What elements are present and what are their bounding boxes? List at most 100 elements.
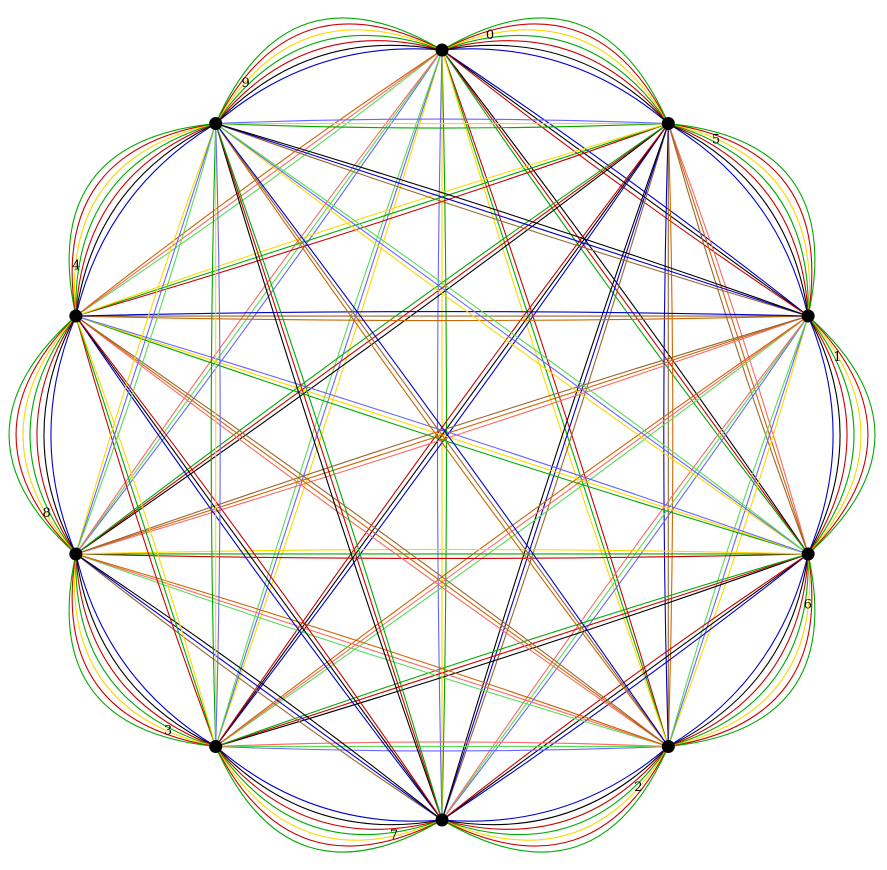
arc-1-6-1 [807, 315, 841, 555]
arc-9-0-5 [215, 23, 443, 124]
edge-0-8-1 [75, 49, 443, 555]
edge-8-9-1 [75, 123, 217, 555]
edge-6-3-1 [215, 553, 809, 747]
vertex-label-6: 6 [804, 597, 812, 612]
arc-6-2-6 [668, 553, 816, 748]
edge-0-7-2 [436, 49, 443, 821]
arc-2-7-5 [441, 746, 669, 847]
arc-2-7-2 [441, 746, 669, 830]
vertex-8 [69, 547, 83, 561]
edge-6-9-0 [215, 123, 809, 555]
arc-9-0-6 [215, 17, 443, 124]
edge-7-4-2 [75, 315, 443, 821]
arc-3-8-3 [75, 553, 216, 747]
edge-8-9-0 [75, 123, 217, 555]
arc-2-7-3 [441, 746, 669, 836]
arc-6-2-0 [668, 553, 809, 747]
vertex-label-1: 1 [833, 350, 841, 365]
arc-4-9-1 [75, 123, 216, 317]
edge-1-4-0 [75, 315, 809, 322]
arc-7-3-0 [215, 746, 443, 822]
edge-7-9-0 [215, 123, 443, 821]
edge-1-9-1 [215, 123, 809, 317]
edge-5-9-0 [215, 122, 669, 129]
vertices-layer [69, 43, 815, 827]
arc-3-8-2 [75, 553, 216, 747]
arc-6-2-4 [668, 553, 811, 748]
edge-7-8-1 [75, 553, 443, 821]
arc-8-4-5 [15, 315, 77, 555]
arc-6-2-3 [668, 553, 809, 747]
arc-7-3-6 [215, 746, 443, 853]
vertex-7 [435, 813, 449, 827]
edge-6-9-2 [215, 123, 809, 555]
edge-0-7-0 [441, 49, 448, 821]
arc-3-8-4 [73, 553, 216, 748]
arc-8-4-2 [36, 315, 77, 555]
edge-3-4-1 [75, 315, 217, 747]
edge-1-7-2 [441, 315, 809, 821]
arc-8-4-6 [8, 315, 77, 555]
edges-layer [8, 17, 876, 853]
edge-1-8-0 [75, 315, 809, 555]
arc-2-7-1 [441, 746, 669, 826]
arc-0-5-4 [441, 29, 669, 124]
arc-0-5-5 [441, 23, 669, 124]
edge-1-9-2 [215, 123, 809, 317]
arc-8-4-1 [43, 315, 77, 555]
edge-5-3-0 [215, 123, 669, 747]
vertex-label-7: 7 [390, 828, 398, 843]
arc-9-0-4 [215, 29, 443, 124]
arc-6-2-2 [668, 553, 809, 747]
edge-2-4-0 [75, 315, 669, 747]
edge-1-4-2 [75, 310, 809, 317]
arc-2-7-0 [441, 746, 669, 822]
arc-5-1-2 [668, 123, 809, 317]
edge-7-8-0 [75, 553, 443, 821]
edge-7-9-2 [215, 123, 443, 821]
arc-1-6-0 [807, 315, 834, 555]
arc-3-8-0 [75, 553, 216, 747]
edge-7-4-1 [75, 315, 443, 821]
arc-6-2-1 [668, 553, 809, 747]
edge-0-6-1 [441, 49, 809, 555]
arc-4-9-5 [71, 122, 216, 317]
arc-5-1-4 [668, 122, 811, 317]
edge-2-3-0 [215, 745, 669, 752]
arc-4-9-0 [75, 123, 216, 317]
edge-2-8-2 [75, 553, 669, 747]
arc-5-1-1 [668, 123, 809, 317]
arc-8-4-3 [29, 315, 77, 555]
edge-6-4-0 [75, 315, 809, 555]
arc-5-1-5 [668, 122, 813, 317]
arc-0-5-3 [441, 34, 669, 124]
arc-9-0-3 [215, 34, 443, 124]
vertex-label-3: 3 [164, 724, 172, 739]
arc-5-1-0 [668, 123, 809, 317]
vertex-label-5: 5 [712, 132, 720, 147]
vertex-6 [801, 547, 815, 561]
vertex-label-4: 4 [72, 259, 80, 274]
vertex-9 [209, 117, 223, 131]
arc-1-6-3 [807, 315, 855, 555]
arc-4-9-4 [73, 122, 216, 317]
arc-3-8-1 [75, 553, 216, 747]
edge-5-2-2 [663, 123, 669, 747]
arc-7-3-2 [215, 746, 443, 830]
edge-1-8-2 [75, 315, 809, 555]
arc-5-1-3 [668, 123, 809, 317]
edge-7-8-2 [75, 553, 443, 821]
arc-3-8-5 [71, 553, 216, 748]
arc-1-6-5 [807, 315, 869, 555]
arc-4-9-6 [68, 122, 216, 317]
arc-0-5-6 [441, 17, 669, 124]
edge-3-4-0 [75, 315, 217, 747]
arc-7-3-4 [215, 746, 443, 841]
vertex-3 [209, 739, 223, 753]
edge-5-3-2 [215, 123, 669, 747]
edge-1-9-0 [215, 123, 809, 317]
arc-9-0-0 [215, 48, 443, 124]
vertex-4 [69, 309, 83, 323]
arc-6-2-5 [668, 553, 813, 748]
